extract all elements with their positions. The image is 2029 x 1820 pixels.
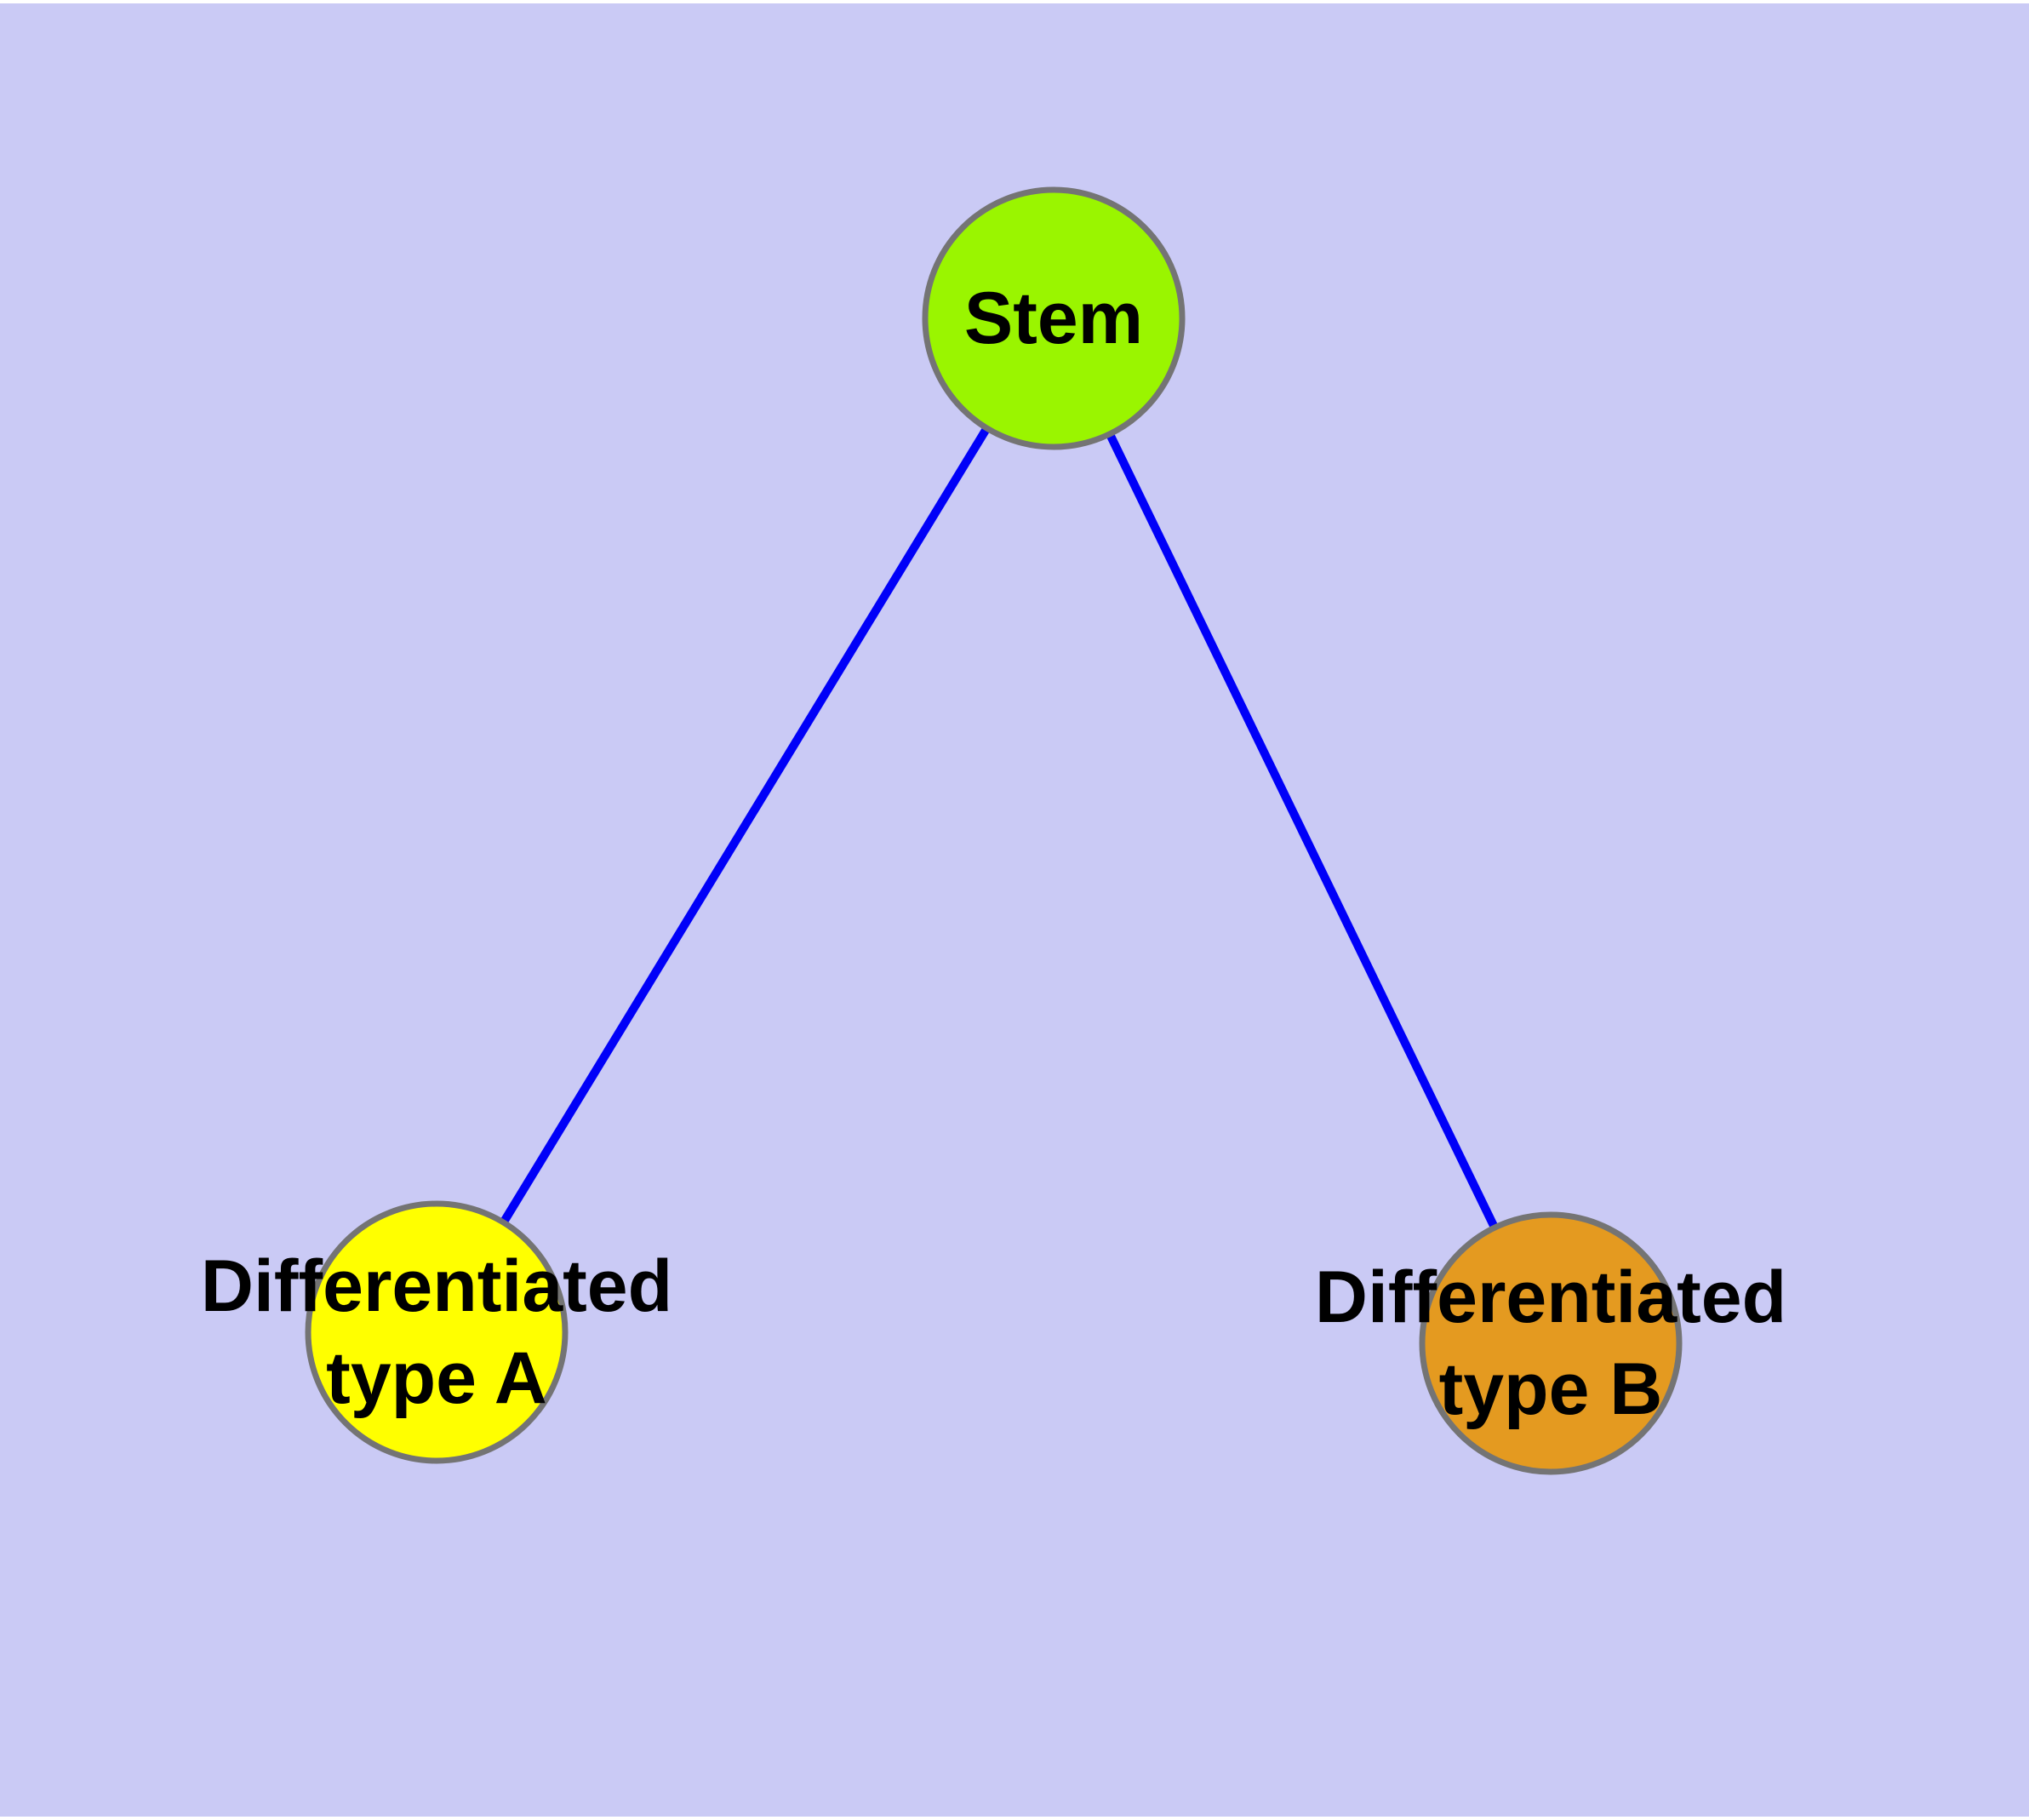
graph-svg — [305, 186, 1683, 1475]
node-type-b — [1419, 1211, 1683, 1475]
node-type-a — [305, 1200, 569, 1464]
edge-stem-to-type-b — [1049, 316, 1555, 1346]
edge-stem-to-type-a — [432, 316, 1058, 1335]
node-type-a-label: Differentiated type A — [200, 1245, 673, 1419]
graph-canvas: Stem Differentiated type A Differentiate… — [0, 3, 2029, 1817]
node-type-b-label: Differentiated type B — [1314, 1256, 1787, 1430]
node-stem — [922, 186, 1186, 450]
node-stem-label: Stem — [963, 278, 1144, 359]
